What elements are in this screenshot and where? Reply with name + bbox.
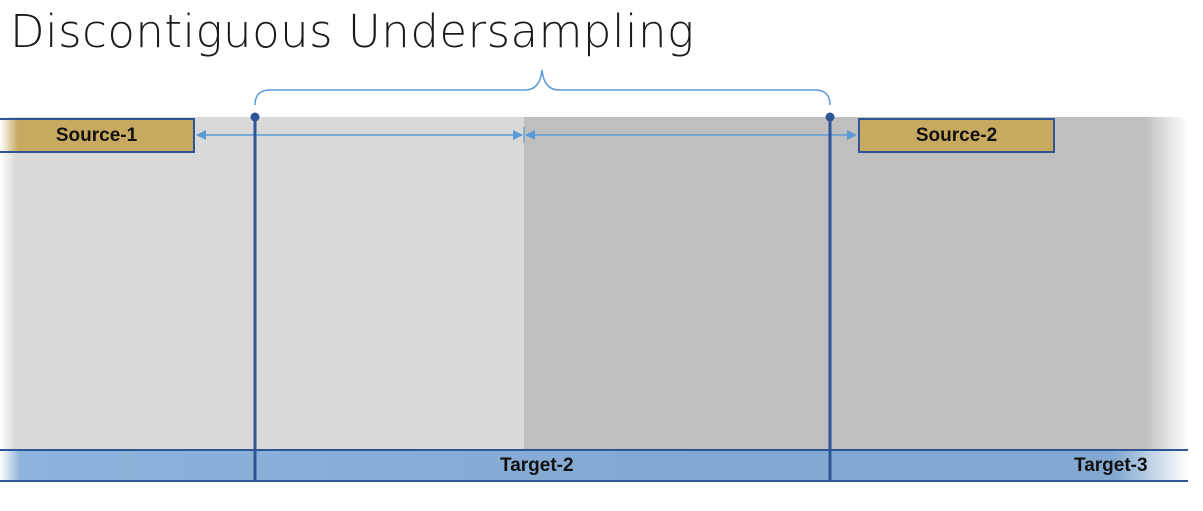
target-3-label: Target-3 [1074, 455, 1148, 476]
source-1-label: Source-1 [55, 124, 138, 146]
source-1-box: Source-1 [0, 118, 195, 153]
target-bar [0, 449, 1188, 482]
sample-marker-1-dot [250, 112, 260, 122]
diagram-title: Discontiguous Undersampling [10, 5, 695, 58]
sampling-region-light [0, 117, 524, 449]
sampling-region-dark [524, 117, 1188, 449]
source-2-label: Source-2 [915, 124, 998, 146]
source-2-box: Source-2 [858, 118, 1055, 153]
sampling-span-brace [254, 69, 831, 106]
target-2-label: Target-2 [500, 455, 574, 476]
sample-marker-2-dot [825, 112, 835, 122]
